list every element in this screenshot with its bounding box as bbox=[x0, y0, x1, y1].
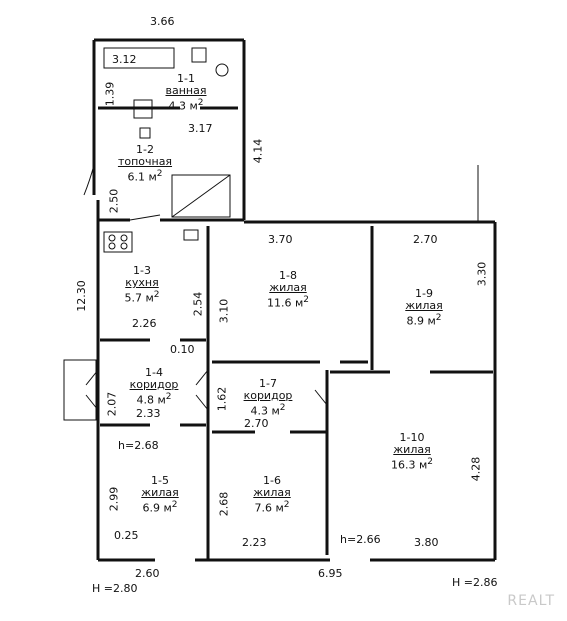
dim-bottom-right: 6.95 bbox=[318, 567, 343, 580]
dim-4-28: 4.28 bbox=[469, 456, 483, 482]
room-1-7: 1-7 коридор 4.3 м2 bbox=[236, 378, 300, 418]
room-area: 4.3 м bbox=[168, 99, 198, 113]
room-1-10: 1-10 жилая 16.3 м2 bbox=[376, 432, 448, 472]
room-1-5: 1-5 жилая 6.9 м2 bbox=[128, 475, 192, 515]
room-1-9: 1-9 жилая 8.9 м2 bbox=[392, 288, 456, 328]
room-name: топочная bbox=[117, 155, 173, 168]
room-id: 1-8 bbox=[279, 269, 297, 282]
area-exp: 2 bbox=[283, 500, 290, 510]
dim-3-70: 3.70 bbox=[268, 233, 293, 246]
room-1-8: 1-8 жилая 11.6 м2 bbox=[252, 270, 324, 310]
room-1-1: 1-1 ванная 4.3 м2 bbox=[156, 73, 216, 113]
area-exp: 2 bbox=[153, 290, 160, 300]
dim-0-25: 0.25 bbox=[114, 529, 139, 542]
room-area: 6.9 м bbox=[142, 501, 172, 515]
room-area: 7.6 м bbox=[254, 501, 284, 515]
room-id: 1-9 bbox=[415, 287, 433, 300]
room-name: ванная bbox=[165, 84, 207, 97]
area-exp: 2 bbox=[165, 392, 172, 402]
room-area: 8.9 м bbox=[406, 314, 436, 328]
room-id: 1-1 bbox=[177, 72, 195, 85]
dim-3-10: 3.10 bbox=[217, 298, 231, 324]
room-name: коридор bbox=[243, 389, 293, 402]
room-id: 1-3 bbox=[133, 264, 151, 277]
area-exp: 2 bbox=[156, 169, 163, 179]
dim-2-50: 2.50 bbox=[107, 188, 121, 214]
dim-bottom-left: 2.60 bbox=[135, 567, 160, 580]
dim-1-62: 1.62 bbox=[215, 386, 229, 412]
room-1-2: 1-2 топочная 6.1 м2 bbox=[110, 144, 180, 184]
dim-0-10: 0.10 bbox=[170, 343, 195, 356]
dim-2-70-corr: 2.70 bbox=[244, 417, 269, 430]
dim-top-width: 3.66 bbox=[150, 15, 175, 28]
room-id: 1-2 bbox=[136, 143, 154, 156]
dim-3-30: 3.30 bbox=[475, 261, 489, 287]
dim-4-14: 4.14 bbox=[251, 138, 265, 164]
room-id: 1-4 bbox=[145, 366, 163, 379]
room-area: 5.7 м bbox=[124, 291, 154, 305]
room-name: кухня bbox=[125, 276, 159, 289]
dim-2-70-top: 2.70 bbox=[413, 233, 438, 246]
dim-2-23: 2.23 bbox=[242, 536, 267, 549]
room-name: жилая bbox=[269, 281, 307, 294]
room-name: жилая bbox=[141, 486, 179, 499]
dim-2-99: 2.99 bbox=[107, 486, 121, 512]
watermark: REALT bbox=[507, 593, 555, 609]
room-area: 6.1 м bbox=[127, 170, 157, 184]
room-1-4: 1-4 коридор 4.8 м2 bbox=[122, 367, 186, 407]
room-id: 1-10 bbox=[399, 431, 425, 444]
dim-2-07: 2.07 bbox=[105, 391, 119, 417]
room-id: 1-5 bbox=[151, 474, 169, 487]
room-name: жилая bbox=[405, 299, 443, 312]
area-exp: 2 bbox=[197, 98, 204, 108]
area-exp: 2 bbox=[303, 295, 310, 305]
height-h-2-68: h=2.68 bbox=[118, 439, 159, 452]
dim-2-54: 2.54 bbox=[191, 291, 205, 317]
area-exp: 2 bbox=[427, 457, 434, 467]
room-name: жилая bbox=[253, 486, 291, 499]
dim-3-12: 3.12 bbox=[112, 53, 137, 66]
room-1-6: 1-6 жилая 7.6 м2 bbox=[240, 475, 304, 515]
room-area: 11.6 м bbox=[266, 296, 304, 310]
area-exp: 2 bbox=[435, 313, 442, 323]
room-area: 16.3 м bbox=[390, 458, 428, 472]
room-name: коридор bbox=[129, 378, 179, 391]
room-area: 4.3 м bbox=[250, 404, 280, 418]
dim-left-height: 12.30 bbox=[74, 280, 88, 312]
dim-3-17: 3.17 bbox=[188, 122, 213, 135]
room-name: жилая bbox=[393, 443, 431, 456]
room-1-3: 1-3 кухня 5.7 м2 bbox=[110, 265, 174, 305]
dim-3-80: 3.80 bbox=[414, 536, 439, 549]
room-area: 4.8 м bbox=[136, 393, 166, 407]
dim-2-26: 2.26 bbox=[132, 317, 157, 330]
room-id: 1-6 bbox=[263, 474, 281, 487]
dim-2-33: 2.33 bbox=[136, 407, 161, 420]
room-id: 1-7 bbox=[259, 377, 277, 390]
height-left: H =2.80 bbox=[92, 582, 138, 595]
dim-2-68: 2.68 bbox=[217, 491, 231, 517]
area-exp: 2 bbox=[171, 500, 178, 510]
area-exp: 2 bbox=[279, 403, 286, 413]
height-right: H =2.86 bbox=[452, 576, 498, 589]
height-h-2-66: h=2.66 bbox=[340, 533, 381, 546]
dim-1-39: 1.39 bbox=[103, 81, 117, 107]
